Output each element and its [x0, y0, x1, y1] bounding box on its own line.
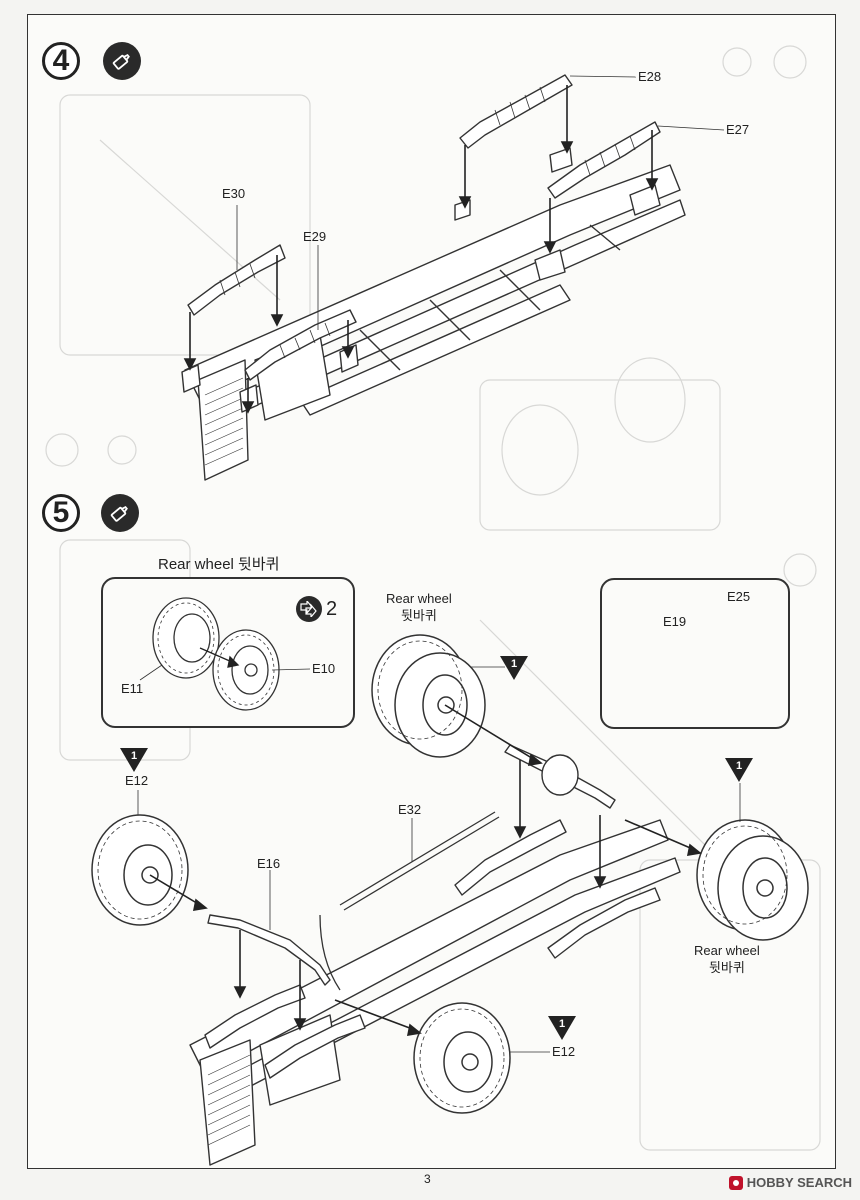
watermark: HOBBY SEARCH: [728, 1175, 852, 1190]
step-reference-marker: 1: [500, 656, 528, 680]
part-label-e12-bottom: E12: [552, 1044, 576, 1059]
part-label-e29: E29: [303, 229, 327, 244]
part-label-e10: E10: [312, 661, 336, 676]
step-number: 4: [52, 44, 70, 77]
step-number-badge: 4: [42, 42, 80, 80]
part-label-e32: E32: [398, 802, 422, 817]
rear-wheel-label-ko: 뒷바퀴: [708, 960, 745, 975]
part-label-e12-left: E12: [125, 773, 149, 788]
part-label-e25: E25: [727, 589, 751, 604]
rear-wheel-label-ko: 뒷바퀴: [400, 608, 437, 623]
double-arrow-icon: [296, 596, 322, 622]
part-label-e30: E30: [222, 186, 246, 201]
step-number-badge: 5: [42, 494, 80, 532]
part-label-e19: E19: [663, 614, 687, 629]
part-label-e11: E11: [121, 681, 144, 696]
hobby-search-logo-icon: [728, 1175, 743, 1190]
page-number: 3: [424, 1172, 431, 1186]
step-reference-marker: 1: [548, 1016, 576, 1040]
inset-axle-assembly: [600, 578, 790, 729]
cement-icon: [101, 494, 139, 532]
rear-wheel-label-top: Rear wheel 뒷바퀴: [386, 590, 452, 624]
part-label-e27: E27: [726, 122, 750, 137]
step-number: 5: [52, 496, 70, 529]
make-count: 2: [326, 597, 338, 620]
step-reference-marker: 1: [120, 748, 148, 772]
rear-wheel-label-en: Rear wheel: [694, 943, 760, 958]
part-label-e28: E28: [638, 69, 662, 84]
cement-icon: [103, 42, 141, 80]
part-label-e16: E16: [257, 856, 281, 871]
watermark-text: HOBBY SEARCH: [746, 1175, 852, 1190]
glue-tube-icon: [112, 53, 130, 70]
step-reference-marker: 1: [725, 758, 753, 782]
rear-wheel-label-en: Rear wheel: [386, 591, 452, 606]
inset-title-rear-wheel: Rear wheel 뒷바퀴: [158, 556, 280, 573]
rear-wheel-label-right: Rear wheel 뒷바퀴: [694, 942, 760, 976]
make-two-indicator: 2: [296, 596, 337, 622]
glue-tube-icon: [110, 505, 128, 522]
